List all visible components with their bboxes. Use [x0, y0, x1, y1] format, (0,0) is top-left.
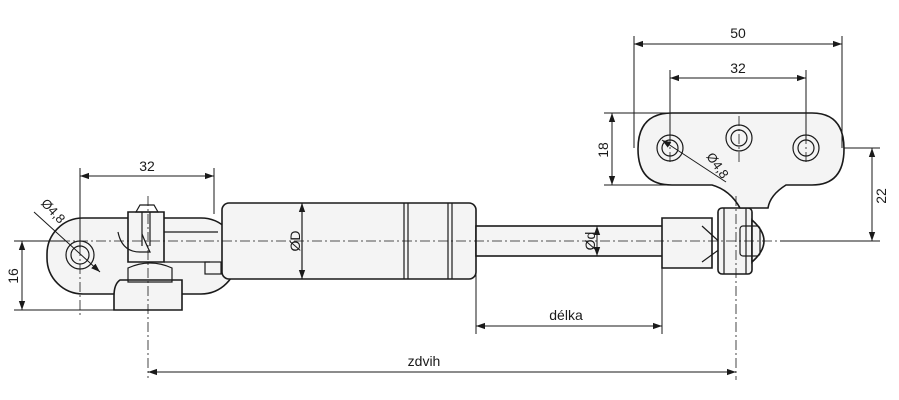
dim-label-18: 18 — [595, 142, 611, 158]
dimension-bracket-offset: 22 — [780, 147, 889, 242]
dimension-length: délka — [475, 256, 663, 334]
right-bracket-plate — [637, 112, 845, 209]
dim-label-32-right: 32 — [730, 60, 746, 76]
left-connector-block — [127, 211, 165, 263]
label-cylinder-diameter: ØD — [287, 231, 303, 252]
dim-label-22: 22 — [873, 188, 889, 204]
dimension-bracket-height: 18 — [595, 112, 672, 186]
hole-label-left: Ø4,8 — [38, 196, 68, 227]
label-stroke: zdvih — [408, 353, 441, 369]
dimension-stroke: zdvih — [148, 353, 736, 376]
dim-label-50: 50 — [730, 25, 746, 41]
dimension-top-inner: 32 — [669, 60, 807, 140]
left-eye-bracket — [46, 204, 238, 311]
dimension-left-top: 32 — [79, 158, 215, 248]
label-length: délka — [549, 307, 583, 323]
rod-diameter-dim: Ød — [582, 226, 601, 256]
cylinder-diameter-dim: ØD — [287, 203, 306, 279]
dimension-left-height: 16 — [5, 240, 114, 311]
dim-label-16: 16 — [5, 268, 21, 284]
right-end-fitting — [661, 207, 765, 275]
dimension-top-outer: 50 — [633, 25, 843, 148]
label-rod-diameter: Ød — [582, 232, 598, 251]
dim-label-32-left: 32 — [139, 158, 155, 174]
